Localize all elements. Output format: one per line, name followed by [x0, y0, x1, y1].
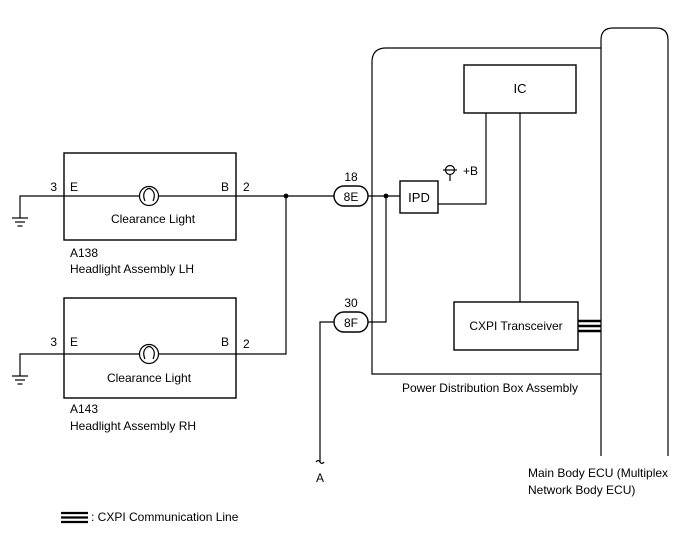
lh-pin-left-name: E — [70, 180, 78, 194]
headlight-rh-box — [63, 297, 237, 399]
lh-pin-right-num: 2 — [243, 180, 250, 194]
ic-label: IC — [514, 81, 527, 96]
rh-name: Headlight Assembly RH — [70, 419, 196, 433]
rh-ref: A143 — [70, 402, 98, 416]
terminal-a-label: A — [316, 471, 324, 485]
legend-cxpi-icon — [61, 511, 88, 524]
rh-pin-left-name: E — [70, 335, 78, 349]
lh-pin-right-name: B — [221, 180, 229, 194]
connector-8f-label: 8F — [344, 316, 358, 330]
lh-name: Headlight Assembly LH — [70, 262, 194, 276]
lh-pin-left-num: 3 — [50, 180, 57, 194]
ecu-name-line1: Main Body ECU (Multiplex — [528, 466, 668, 480]
connector-8e-pin: 18 — [344, 170, 358, 184]
power-box-outline — [371, 47, 601, 375]
terminal-a-break-icon — [315, 459, 325, 465]
legend-text: : CXPI Communication Line — [91, 510, 239, 524]
power-box-name: Power Distribution Box Assembly — [402, 381, 578, 395]
ipd-box — [399, 180, 439, 214]
rh-pin-right-name: B — [221, 335, 229, 349]
connector-8f-pin: 30 — [344, 296, 358, 310]
ecu-name-line2: Network Body ECU) — [528, 483, 635, 497]
cxpi-communication-line — [578, 319, 601, 333]
ground-lh-icon — [12, 217, 28, 227]
lh-component-label: Clearance Light — [111, 212, 196, 226]
cxpi-transceiver-label: CXPI Transceiver — [469, 319, 562, 333]
rh-pin-left-num: 3 — [50, 335, 57, 349]
supply-label: +B — [463, 164, 478, 178]
connector-8e-label: 8E — [344, 190, 359, 204]
ground-rh-icon — [12, 375, 28, 385]
lh-ref: A138 — [70, 246, 98, 260]
ecu-outline — [600, 27, 669, 456]
rh-component-label: Clearance Light — [107, 371, 192, 385]
ipd-label: IPD — [408, 190, 430, 205]
junction-dot — [283, 193, 289, 199]
rh-pin-right-num: 2 — [243, 337, 250, 351]
